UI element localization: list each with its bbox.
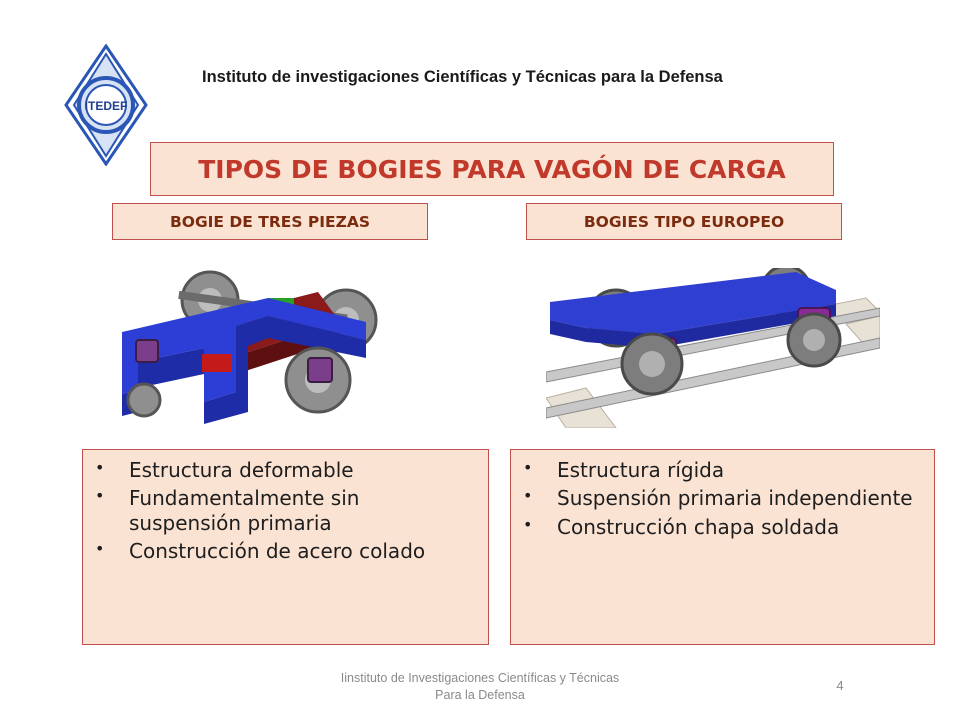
list-item: •Estructura rígida [523, 458, 725, 482]
institution-header: Instituto de investigaciones Científicas… [202, 68, 723, 86]
subtitle-left: BOGIE DE TRES PIEZAS [112, 203, 428, 240]
itedef-logo: ITEDEF [64, 43, 148, 167]
bullet-icon: • [523, 514, 533, 534]
footer-text: Iinstituto de Investigaciones Científica… [340, 671, 620, 702]
subtitle-right: BOGIES TIPO EUROPEO [526, 203, 842, 240]
european-features-list: •Estructura rígida •Suspensión primaria … [511, 450, 934, 539]
bullet-icon: • [95, 486, 105, 506]
european-features-box: •Estructura rígida •Suspensión primaria … [510, 449, 935, 645]
page-number: 4 [836, 678, 844, 693]
bullet-icon: • [523, 486, 533, 506]
european-bogie-image [545, 264, 881, 429]
three-piece-features-box: •Estructura deformable •Fundamentalmente… [82, 449, 489, 645]
list-item: •Construcción chapa soldada [523, 514, 840, 539]
slide-title: TIPOS DE BOGIES PARA VAGÓN DE CARGA [150, 142, 834, 196]
list-item: •Construcción de acero colado [95, 539, 426, 564]
bullet-icon: • [95, 458, 105, 477]
three-piece-features-list: •Estructura deformable •Fundamentalmente… [83, 450, 488, 564]
bullet-icon: • [523, 458, 533, 477]
three-piece-bogie-image [118, 262, 396, 434]
list-item: •Fundamentalmente sin suspensión primari… [95, 486, 360, 535]
logo-text: ITEDEF [85, 99, 128, 113]
bullet-icon: • [95, 539, 105, 559]
list-item: •Suspensión primaria independiente [523, 486, 913, 511]
list-item: •Estructura deformable [95, 458, 354, 482]
